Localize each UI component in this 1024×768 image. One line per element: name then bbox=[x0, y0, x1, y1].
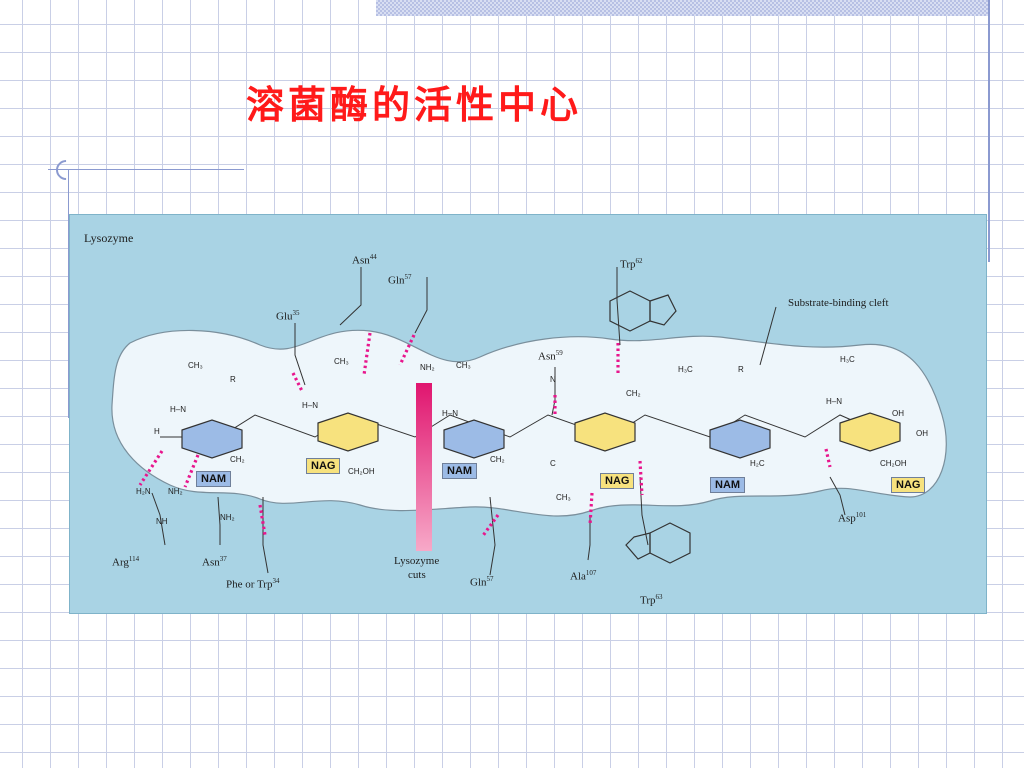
chem-h2n: H₂N bbox=[136, 487, 151, 496]
chem-hn-3: H–N bbox=[442, 409, 459, 418]
cut-site-marker bbox=[416, 383, 432, 551]
sugar-ring-2 bbox=[317, 412, 379, 452]
trp62-indole bbox=[609, 290, 677, 332]
cleft-label: Substrate-binding cleft bbox=[788, 297, 889, 309]
chem-ch3-4: CH₃ bbox=[556, 493, 571, 502]
residue-trp62: Trp62 bbox=[620, 257, 643, 271]
sugar-ring-3 bbox=[443, 419, 505, 459]
trp63-indole bbox=[625, 522, 691, 564]
left-vertical-decor-line bbox=[68, 170, 69, 418]
residue-glu35: Glu35 bbox=[276, 309, 300, 323]
sugar-label-nag-2: NAG bbox=[600, 473, 635, 489]
chem-hn-2: H–N bbox=[302, 401, 319, 410]
chem-hn-4: H–N bbox=[826, 397, 843, 406]
figure-title: Lysozyme bbox=[84, 231, 134, 245]
residue-phe-or-trp34: Phe or Trp34 bbox=[226, 577, 280, 591]
sugar-label-nam-3: NAM bbox=[710, 477, 746, 493]
chem-ch3-3: CH₃ bbox=[456, 361, 471, 370]
chem-c-1: C bbox=[550, 459, 556, 468]
chem-nh2-2: NH₂ bbox=[220, 513, 235, 522]
sugar-label-nag-1: NAG bbox=[306, 458, 341, 474]
residue-asn59: Asn59 bbox=[538, 349, 563, 363]
cut-label-line2: cuts bbox=[408, 569, 426, 581]
chem-ch2-3: CH₂ bbox=[626, 389, 641, 398]
cut-label-line1: Lysozyme bbox=[394, 555, 440, 567]
chem-ch2oh-1: CH₂OH bbox=[348, 467, 375, 476]
sugar-label-nam-2: NAM bbox=[442, 463, 478, 479]
chem-r-1: R bbox=[230, 375, 236, 384]
sugar-ring-1 bbox=[181, 419, 243, 459]
residue-asn44: Asn44 bbox=[352, 253, 377, 267]
chem-hn-1: H–N bbox=[170, 405, 187, 414]
lysozyme-diagram: Lysozyme Substrate-binding cleft NAM NAG… bbox=[69, 214, 987, 614]
slide-title: 溶菌酶的活性中心 bbox=[246, 83, 583, 127]
chem-r-2: R bbox=[738, 365, 744, 374]
chem-h2c: H₂C bbox=[750, 459, 765, 468]
binding-cleft bbox=[111, 329, 947, 517]
chem-oh-2: OH bbox=[916, 429, 928, 438]
residue-gln57-top: Gln57 bbox=[388, 273, 412, 287]
sugar-label-nag-3: NAG bbox=[891, 477, 926, 493]
glycan-backbone bbox=[160, 414, 891, 438]
hydrogen-bonds bbox=[138, 332, 832, 538]
diagram-graphics bbox=[111, 267, 947, 576]
residue-ala107: Ala107 bbox=[570, 569, 597, 583]
residue-asn37: Asn37 bbox=[202, 555, 227, 569]
sugar-label-nam-1: NAM bbox=[196, 471, 232, 487]
top-decor-band bbox=[376, 0, 988, 16]
sugar-ring-6 bbox=[839, 412, 901, 452]
sugar-ring-5 bbox=[709, 419, 771, 459]
residue-arg114: Arg114 bbox=[112, 555, 140, 569]
decor-hook bbox=[51, 155, 81, 185]
chem-nh2-1: NH₂ bbox=[168, 487, 183, 496]
chem-ch2-1: CH₂ bbox=[230, 455, 245, 464]
chem-ch3-1: CH₃ bbox=[188, 361, 203, 370]
chem-ch2-2: CH₂ bbox=[490, 455, 505, 464]
chem-h-1: H bbox=[154, 427, 160, 436]
residue-gln57-bottom: Gln57 bbox=[470, 575, 494, 589]
chem-nh: NH bbox=[156, 517, 168, 526]
residue-asp101: Asp101 bbox=[838, 511, 867, 525]
sugar-ring-4 bbox=[574, 412, 636, 452]
chem-oh-1: OH bbox=[892, 409, 904, 418]
right-decor-line bbox=[988, 0, 990, 262]
chem-h3c-1: H₃C bbox=[678, 365, 693, 374]
chem-ch3-2: CH₃ bbox=[334, 357, 349, 366]
chem-nh2-3: NH₂ bbox=[420, 363, 435, 372]
chem-n-1: N bbox=[550, 375, 556, 384]
chem-ch2oh-2: CH₂OH bbox=[880, 459, 907, 468]
side-chain-bonds bbox=[151, 267, 846, 576]
cleft-pointer bbox=[759, 306, 777, 366]
left-decor-line bbox=[48, 169, 244, 170]
chem-h3c-2: H₃C bbox=[840, 355, 855, 364]
residue-trp63: Trp63 bbox=[640, 593, 663, 607]
